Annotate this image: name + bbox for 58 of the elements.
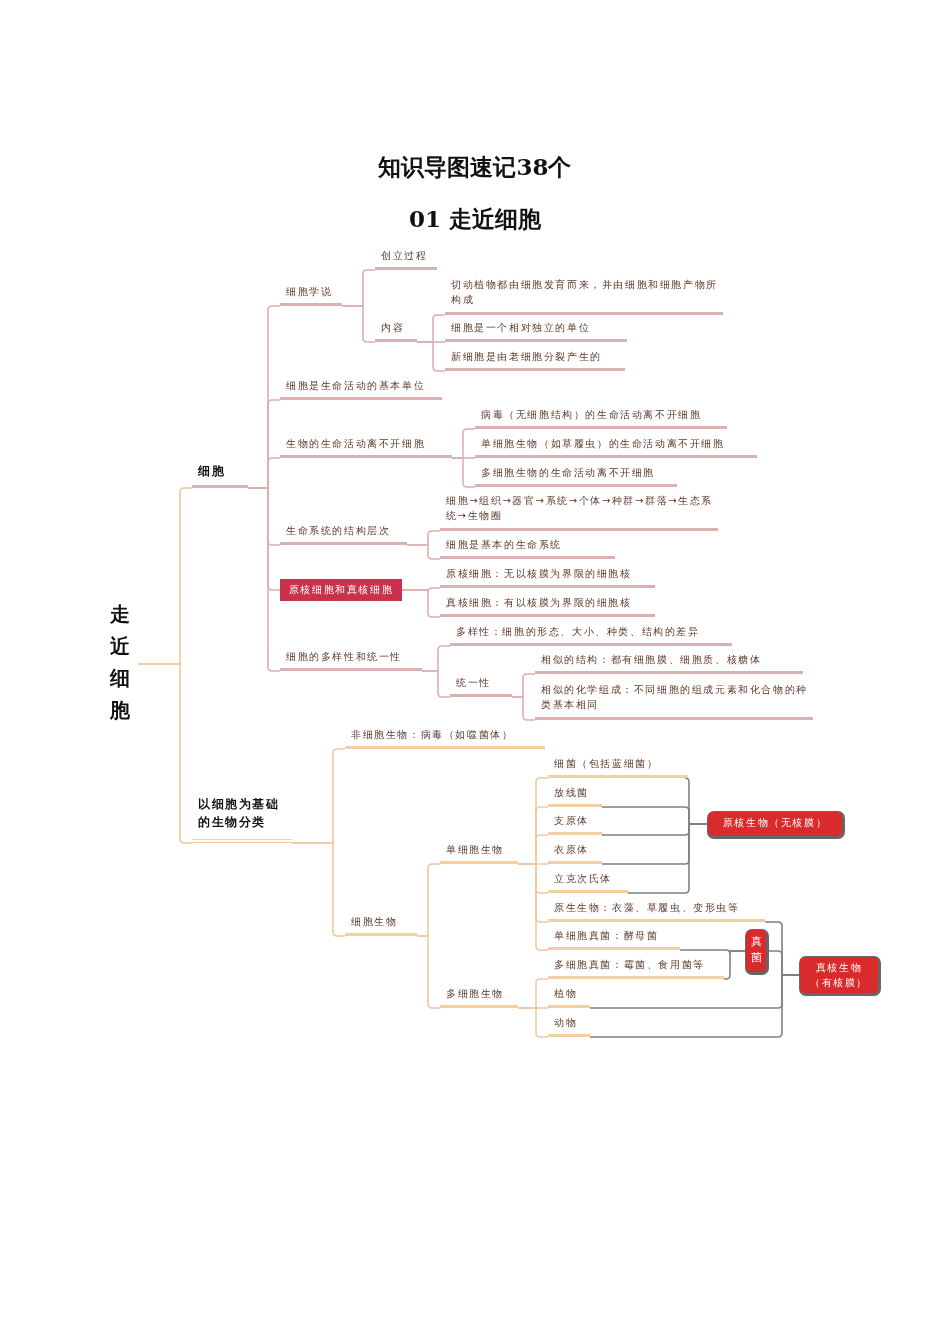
topic-label: 原核细胞：无以核膜为界限的细胞核 bbox=[440, 566, 655, 588]
topic-label: 细菌（包括蓝细菌） bbox=[548, 756, 688, 778]
brace-connector bbox=[416, 935, 441, 1009]
highlight-box: 原核细胞和真核细胞 bbox=[280, 579, 402, 601]
topic-label: 真核细胞：有以核膜为界限的细胞核 bbox=[440, 595, 655, 617]
topic-label: 支原体 bbox=[548, 813, 602, 835]
brace-connector bbox=[421, 670, 451, 698]
topic-label: 单细胞生物（如草履虫）的生命活动离不开细胞 bbox=[475, 436, 757, 458]
topic-label: 生命系统的结构层次 bbox=[280, 523, 407, 545]
subtitle: 01 走近细胞 bbox=[409, 205, 541, 232]
brace-connector bbox=[291, 842, 346, 937]
brace-connector bbox=[517, 863, 549, 951]
topic-label: 多细胞生物 bbox=[440, 986, 518, 1008]
topic-label: 细胞的多样性和统一性 bbox=[280, 649, 422, 671]
topic-label: 多细胞生物的生命活动离不开细胞 bbox=[475, 465, 677, 487]
brace-connector bbox=[406, 544, 441, 560]
topic-label: 衣原体 bbox=[548, 842, 602, 864]
topic-label: 原生生物：衣藻、草履虫、变形虫等 bbox=[548, 900, 765, 922]
brace-connector bbox=[137, 663, 193, 844]
brace-connector bbox=[511, 696, 536, 721]
topic-label: 统一性 bbox=[450, 675, 512, 697]
highlight-box: 真核生物（有核膜） bbox=[800, 957, 878, 993]
topic-label: 细胞是基本的生命系统 bbox=[440, 537, 615, 559]
topic-label: 以细胞为基础的生物分类 bbox=[192, 795, 292, 843]
topic-label: 创立过程 bbox=[375, 248, 437, 270]
topic-label: 植物 bbox=[548, 986, 590, 1008]
topic-label: 病毒（无细胞结构）的生命活动离不开细胞 bbox=[475, 407, 727, 429]
topic-label: 细胞是生命活动的基本单位 bbox=[280, 378, 442, 400]
topic-label: 细胞 bbox=[192, 462, 248, 488]
topic-label: 多细胞真菌：霉菌、食用菌等 bbox=[548, 957, 724, 979]
topic-label: 新细胞是由老细胞分裂产生的 bbox=[445, 349, 625, 371]
topic-label: 相似的化学组成：不同细胞的组成元素和化合物的种类基本相同 bbox=[535, 682, 813, 720]
brace-connector bbox=[517, 1007, 549, 1038]
highlight-box: 原核生物（无核膜） bbox=[708, 812, 842, 836]
topic-label: 非细胞生物：病毒（如噬菌体） bbox=[345, 727, 545, 749]
brace-connector bbox=[341, 305, 376, 343]
topic-label: 切动植物都由细胞发育而来，并由细胞和细胞产物所构成 bbox=[445, 277, 723, 315]
brace-connector bbox=[401, 589, 441, 618]
brace-connector bbox=[627, 823, 709, 894]
topic-label: 动物 bbox=[548, 1015, 590, 1037]
topic-label: 多样性：细胞的形态、大小、种类、结构的差异 bbox=[450, 624, 732, 646]
topic-label: 细胞生物 bbox=[345, 914, 417, 936]
root-topic: 走近细胞 bbox=[104, 596, 138, 732]
topic-label: 内容 bbox=[375, 320, 417, 342]
topic-label: 细胞学说 bbox=[280, 284, 342, 306]
brace-connector bbox=[723, 950, 747, 980]
topic-label: 放线菌 bbox=[548, 785, 602, 807]
highlight-box: 真菌 bbox=[746, 930, 766, 972]
topic-label: 细胞是一个相对独立的单位 bbox=[445, 320, 627, 342]
topic-label: 单细胞生物 bbox=[440, 842, 518, 864]
topic-label: 细胞→组织→器官→系统→个体→种群→群落→生态系统→生物圈 bbox=[440, 493, 718, 531]
title: 知识导图速记38个 bbox=[378, 153, 572, 180]
brace-connector bbox=[416, 341, 446, 372]
brace-connector bbox=[589, 974, 801, 1038]
topic-label: 相似的结构：都有细胞膜、细胞质、核糖体 bbox=[535, 652, 803, 674]
topic-label: 生物的生命活动离不开细胞 bbox=[280, 436, 452, 458]
topic-label: 单细胞真菌：酵母菌 bbox=[548, 928, 680, 950]
topic-label: 立克次氏体 bbox=[548, 871, 628, 893]
